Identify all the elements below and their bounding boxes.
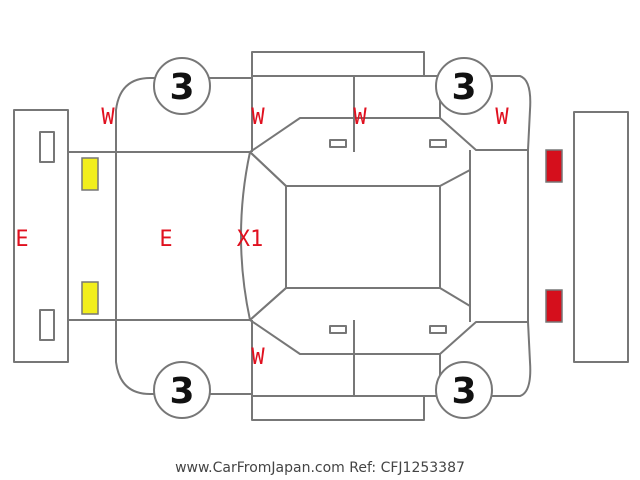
footer-reference: www.CarFromJapan.com Ref: CFJ1253387: [175, 460, 465, 476]
marker-front-door-bottom: W: [251, 345, 265, 370]
marker-front-door-top: W: [251, 105, 265, 130]
headlight-bottom-yellow-lamp: [81, 281, 99, 315]
wheel-front-right: 3: [435, 57, 493, 115]
marker-hood: E: [159, 227, 172, 252]
marker-front-fender-top: W: [101, 105, 115, 130]
upper-front-handle: [329, 139, 347, 148]
roof: [285, 185, 441, 289]
marker-windshield: X1: [237, 227, 264, 252]
upper-roof-rail: [251, 51, 425, 77]
front-bumper-vent-bottom: [39, 309, 55, 341]
taillight-bottom-red-lamp: [545, 289, 563, 323]
wheel-rear-right-number: 3: [451, 371, 476, 412]
body-top-view: [67, 117, 529, 355]
wheel-front-right-number: 3: [451, 67, 476, 108]
wheel-front-left: 3: [153, 57, 211, 115]
lower-front-handle: [329, 325, 347, 334]
windshield-bottom-link: [249, 287, 287, 321]
wheel-rear-right: 3: [435, 361, 493, 419]
wheel-rear-left-number: 3: [169, 371, 194, 412]
wheel-front-left-number: 3: [169, 67, 194, 108]
car-outline: [13, 51, 629, 421]
headlight-top-yellow-lamp: [81, 157, 99, 191]
wheel-rear-left: 3: [153, 361, 211, 419]
rear-window: [439, 169, 471, 307]
front-bumper-vent-top: [39, 131, 55, 163]
marker-rear-door-top: W: [353, 105, 367, 130]
lower-roof-rail: [251, 395, 425, 421]
windshield-top-link: [249, 151, 287, 187]
rear-bumper: [573, 111, 629, 363]
lower-rear-handle: [429, 325, 447, 334]
upper-rear-handle: [429, 139, 447, 148]
taillight-top-red-lamp: [545, 149, 563, 183]
marker-front-bumper: E: [15, 227, 28, 252]
marker-rear-fender-top: W: [495, 105, 509, 130]
